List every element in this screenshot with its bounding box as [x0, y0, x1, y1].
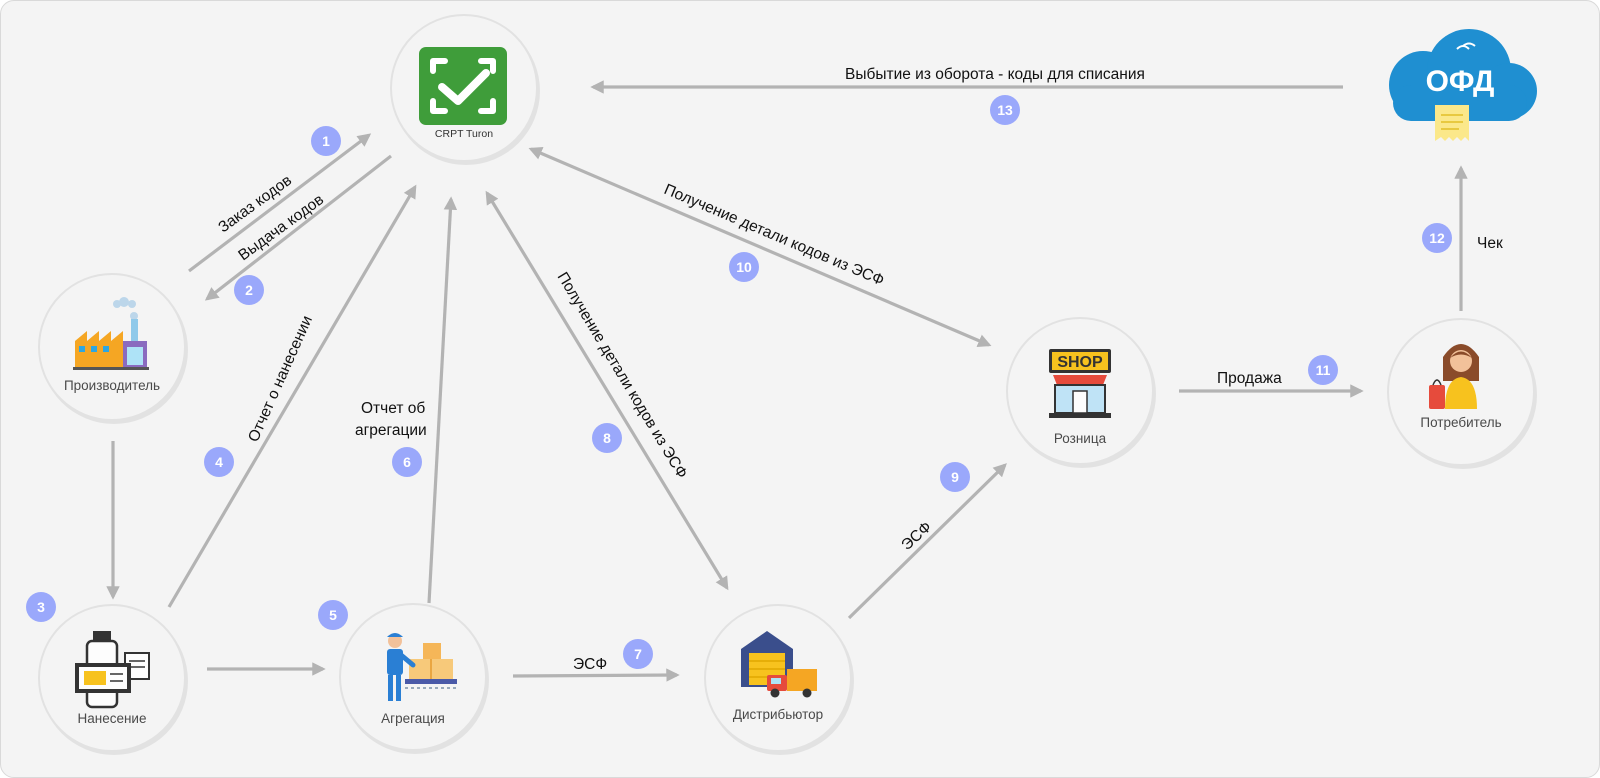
arrow-code-details-distributor	[485, 190, 729, 591]
node-label-marking: Нанесение	[78, 711, 147, 726]
label-withdrawal: Выбытие из оборота - коды для списания	[845, 66, 1145, 83]
node-retail[interactable]: SHOP Розница	[1006, 317, 1156, 468]
arrow-code-details-retail	[528, 147, 992, 347]
step-badge: 13	[990, 95, 1020, 125]
step-badge: 2	[234, 275, 264, 305]
factory-icon	[73, 297, 149, 370]
arrow-issue-codes	[204, 154, 392, 301]
label-esf-distributor: ЭСФ	[573, 656, 607, 673]
node-ofd[interactable]: ОФД	[1389, 29, 1537, 141]
consumer-person-icon	[1429, 344, 1479, 409]
svg-text:8: 8	[603, 430, 611, 446]
svg-text:4: 4	[215, 454, 223, 470]
svg-text:13: 13	[997, 102, 1013, 118]
svg-text:7: 7	[634, 646, 642, 662]
svg-text:12: 12	[1429, 230, 1445, 246]
arrow-esf-to-distributor	[512, 668, 680, 682]
svg-text:6: 6	[403, 454, 411, 470]
svg-text:9: 9	[951, 469, 959, 485]
label-marking-report: Отчет о нанесении	[245, 313, 316, 444]
node-marking[interactable]: Нанесение	[38, 604, 188, 755]
arrow-esf-to-retail	[847, 463, 1007, 620]
ofd-cloud-icon: ОФД	[1389, 29, 1537, 121]
step-badge: 11	[1308, 355, 1338, 385]
node-label-retail: Розница	[1054, 431, 1107, 446]
node-label-aggregation: Агрегация	[381, 711, 445, 726]
node-label-producer: Производитель	[64, 378, 160, 393]
step-badge: 4	[204, 447, 234, 477]
label-sale: Продажа	[1217, 370, 1282, 387]
label-esf-retail: ЭСФ	[898, 519, 935, 554]
node-producer[interactable]: Производитель	[38, 273, 188, 424]
node-distributor[interactable]: Дистрибьютор	[704, 604, 854, 755]
svg-text:2: 2	[245, 282, 253, 298]
label-receipt: Чек	[1477, 235, 1503, 252]
step-badge: 6	[392, 447, 422, 477]
step-badge: 1	[311, 126, 341, 156]
label-aggregation-report-line2: агрегации	[355, 422, 427, 439]
step-badge: 9	[940, 462, 970, 492]
step-badge: 12	[1422, 223, 1452, 253]
label-aggregation-report-line1: Отчет об	[361, 400, 425, 417]
step-badge: 7	[623, 639, 653, 669]
svg-text:10: 10	[736, 259, 752, 275]
label-code-details-retail: Получение детали кодов из ЭСФ	[661, 181, 886, 289]
ofd-logo-text: ОФД	[1426, 65, 1495, 98]
label-code-details-distributor: Получение детали кодов из ЭСФ	[554, 269, 691, 481]
edges	[106, 80, 1468, 682]
node-aggregation[interactable]: Агрегация	[339, 603, 489, 754]
worker-boxes-icon	[387, 633, 457, 701]
node-label-crpt: CRPT Turon	[435, 128, 493, 140]
step-badge: 8	[592, 423, 622, 453]
node-crpt-turon[interactable]: CRPT Turon	[390, 14, 540, 165]
shop-sign-text: SHOP	[1057, 354, 1103, 371]
step-badges: 1 2 3 4 5 6 7 8 9 10 11 12 13	[26, 95, 1452, 669]
node-label-consumer: Потребитель	[1420, 415, 1501, 430]
svg-text:3: 3	[37, 599, 45, 615]
warehouse-truck-icon	[741, 631, 817, 698]
crpt-logo-icon	[419, 47, 507, 125]
svg-text:11: 11	[1316, 362, 1331, 378]
node-label-distributor: Дистрибьютор	[733, 707, 823, 722]
marking-product-icon	[75, 631, 150, 709]
step-badge: 3	[26, 592, 56, 622]
svg-text:1: 1	[322, 133, 330, 149]
arrow-marking-report	[167, 184, 417, 608]
step-badge: 5	[318, 600, 348, 630]
receipt-icon	[1435, 105, 1469, 141]
step-badge: 10	[729, 252, 759, 282]
svg-text:5: 5	[329, 607, 337, 623]
arrow-order-codes	[188, 133, 372, 273]
shop-icon: SHOP	[1049, 349, 1111, 418]
node-consumer[interactable]: Потребитель	[1387, 318, 1537, 469]
arrow-aggregation-report	[427, 196, 458, 604]
